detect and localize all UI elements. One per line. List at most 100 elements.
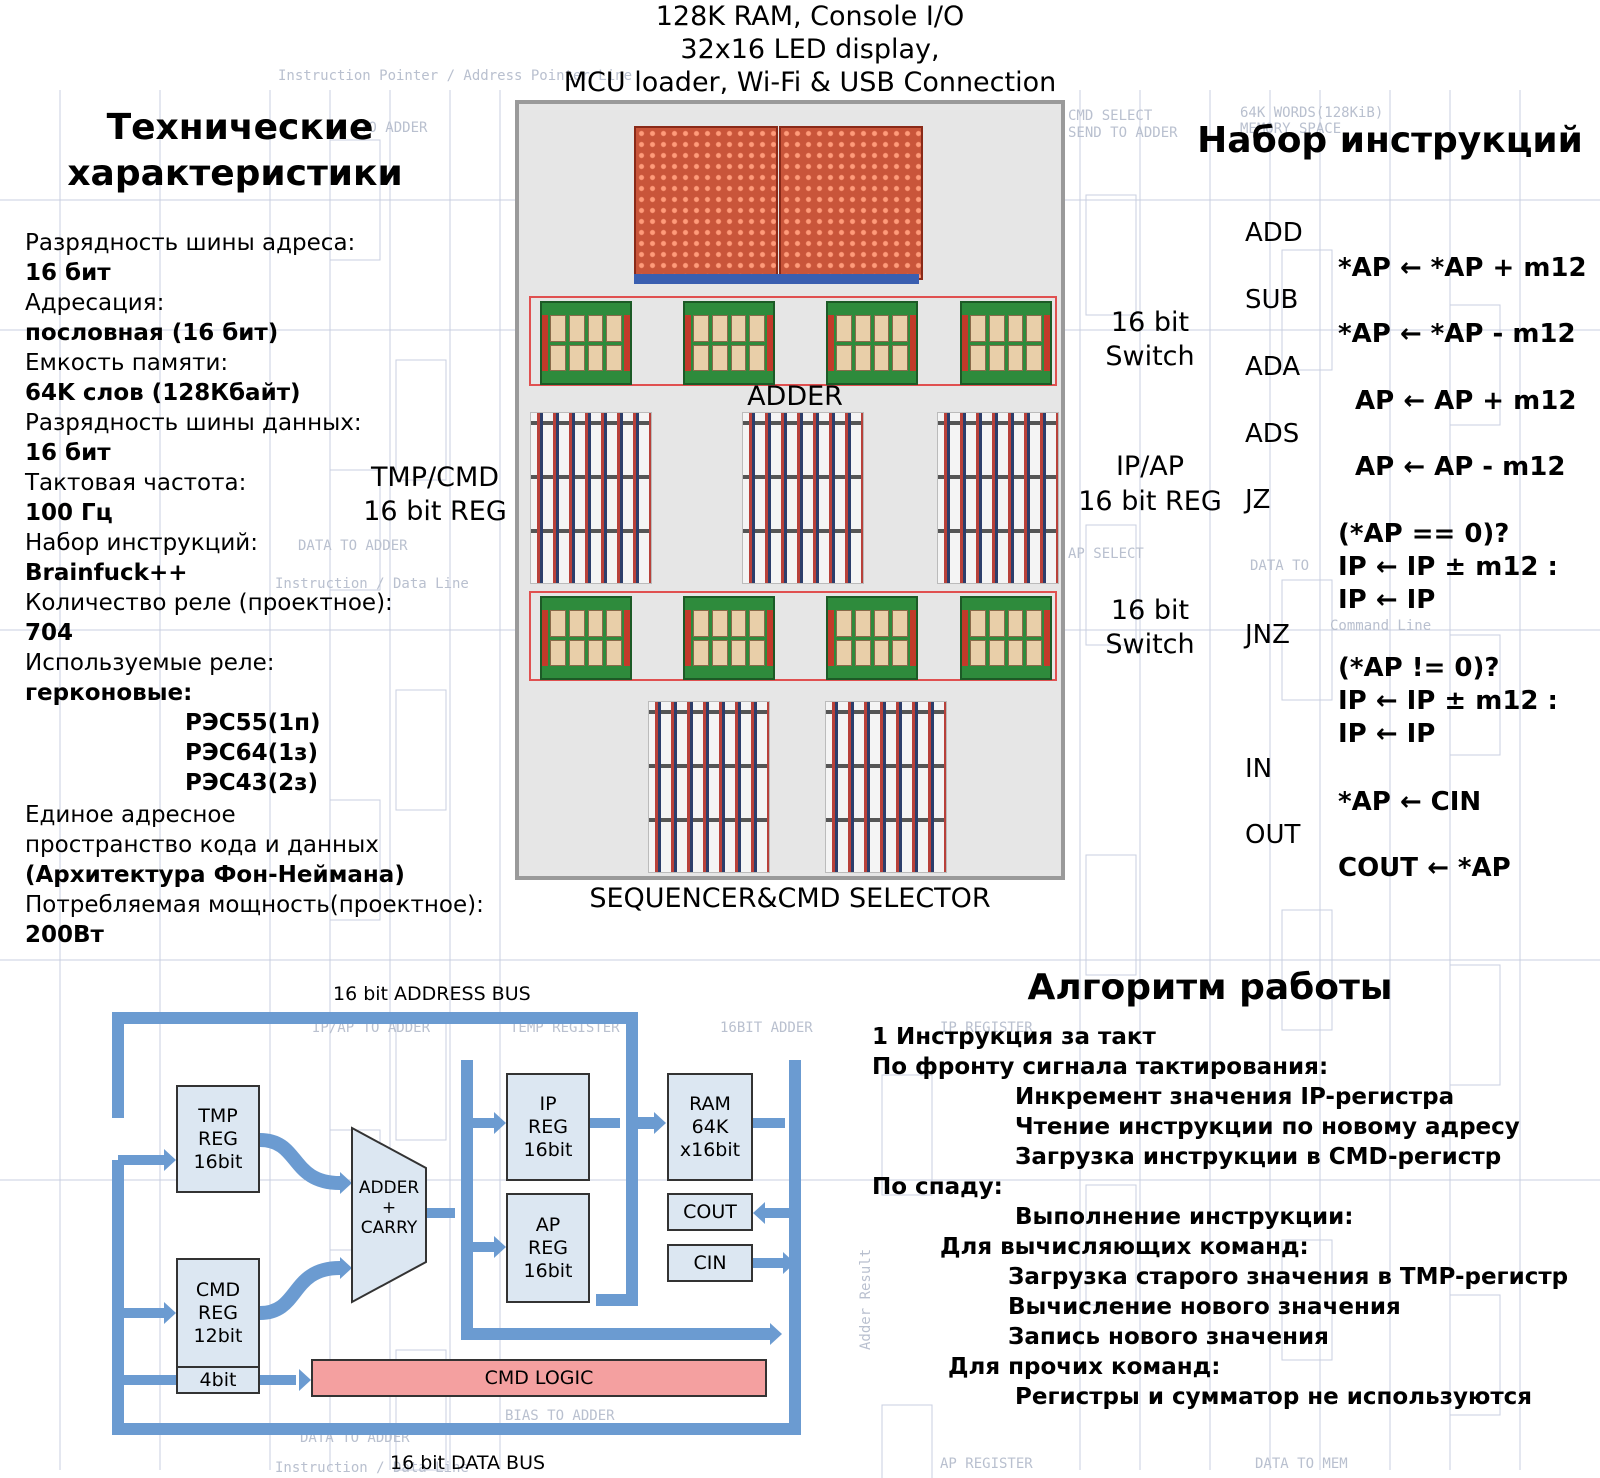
relay bbox=[970, 610, 986, 637]
instruction-name: ADD bbox=[1245, 218, 1303, 248]
isa-title: Набор инструкций bbox=[1197, 120, 1583, 161]
cmd-4bit-block: 4bit bbox=[176, 1366, 260, 1394]
relay-contacts bbox=[767, 610, 773, 666]
bus-arrow bbox=[753, 1202, 765, 1224]
relay-grid bbox=[970, 315, 1042, 371]
relay bbox=[711, 315, 728, 342]
instruction-name: IN bbox=[1245, 754, 1273, 784]
bus-line bbox=[112, 1060, 801, 1435]
relay-contacts bbox=[1044, 610, 1050, 666]
ip-reg-block: IP REG 16bit bbox=[506, 1073, 590, 1181]
spec-label: Используемые реле: bbox=[25, 650, 275, 676]
relay-contacts bbox=[962, 610, 968, 666]
schematic-label: AP SELECT bbox=[1068, 546, 1144, 562]
relay-rack bbox=[937, 412, 1059, 584]
relay bbox=[587, 315, 604, 342]
instruction-desc: *AP ← CIN bbox=[1338, 787, 1482, 817]
data-bus-label: 16 bit DATA BUS bbox=[390, 1452, 546, 1474]
adder-block-label: ADDER + CARRY bbox=[358, 1178, 420, 1238]
relay-contacts bbox=[828, 315, 834, 371]
instruction-name: JNZ bbox=[1245, 620, 1290, 650]
relay bbox=[711, 639, 728, 666]
relay-contacts bbox=[828, 610, 834, 666]
relay bbox=[1007, 610, 1024, 637]
algorithm-line: Инкремент значения IP-регистра bbox=[1015, 1084, 1455, 1110]
relay bbox=[1026, 610, 1042, 637]
relay bbox=[606, 610, 622, 637]
caption-tmp-line-2: 16 bit REG bbox=[363, 496, 507, 527]
spec-label: Тактовая частота: bbox=[25, 470, 247, 496]
relay-rack bbox=[530, 412, 652, 584]
instruction-name: ADA bbox=[1245, 352, 1301, 382]
power-value: 200Вт bbox=[25, 922, 104, 948]
header-line-1: 128K RAM, Console I/O bbox=[655, 1, 965, 32]
schematic-label: DATA TO MEM bbox=[1255, 1456, 1348, 1472]
bus-arrow bbox=[340, 1257, 352, 1279]
relay-contacts bbox=[624, 610, 630, 666]
relay bbox=[550, 315, 566, 342]
schematic-label: 16BIT ADDER bbox=[720, 1020, 813, 1036]
relay bbox=[1026, 315, 1042, 342]
relay-contacts bbox=[1044, 315, 1050, 371]
relay bbox=[970, 315, 986, 342]
relay bbox=[988, 610, 1005, 637]
relay bbox=[693, 610, 709, 637]
relay bbox=[749, 344, 765, 371]
relay bbox=[587, 344, 604, 371]
instruction-desc: AP ← AP - m12 bbox=[1355, 452, 1566, 482]
relay bbox=[1026, 344, 1042, 371]
instruction-desc: IP ← IP bbox=[1338, 719, 1436, 749]
relay-board bbox=[683, 596, 775, 680]
bus-line bbox=[259, 1261, 341, 1320]
bus-arrow bbox=[494, 1236, 506, 1258]
relay-board bbox=[540, 596, 632, 680]
relay-grid bbox=[550, 610, 622, 666]
relay bbox=[711, 610, 728, 637]
schematic-label: Instruction / Data Line bbox=[275, 576, 469, 592]
relay bbox=[1007, 344, 1024, 371]
relay bbox=[873, 639, 890, 666]
schematic-chip bbox=[1085, 194, 1137, 316]
instruction-desc: IP ← IP bbox=[1338, 585, 1436, 615]
caption-ipap-line-2: 16 bit REG bbox=[1078, 486, 1222, 517]
schematic-chip bbox=[1085, 524, 1137, 646]
relay-grid bbox=[693, 315, 765, 371]
schematic-label: IP REGISTER bbox=[940, 1020, 1033, 1036]
relay-type: РЭС55(1п) bbox=[185, 710, 321, 736]
relay-rack bbox=[742, 412, 864, 584]
bus-arrow bbox=[164, 1302, 176, 1324]
ram-block: RAM 64K x16bit bbox=[667, 1073, 753, 1181]
relay bbox=[970, 344, 986, 371]
relay-board bbox=[683, 301, 775, 385]
algorithm-line: Загрузка инструкции в CMD-регистр bbox=[1015, 1144, 1502, 1170]
relay bbox=[854, 610, 871, 637]
bus-arrow bbox=[164, 1149, 176, 1171]
schematic-chip bbox=[1085, 854, 1137, 976]
instruction-desc: (*AP != 0)? bbox=[1338, 653, 1500, 683]
tmp-reg-block: TMP REG 16bit bbox=[176, 1085, 260, 1193]
caption-switch1-line-2: Switch bbox=[1105, 341, 1195, 372]
schematic-label: DATA TO ADDER bbox=[298, 538, 408, 554]
relay bbox=[606, 639, 622, 666]
algorithm-line: Для прочих команд: bbox=[948, 1354, 1221, 1380]
schematic-chip bbox=[1449, 304, 1501, 426]
relay-contacts bbox=[542, 315, 548, 371]
instruction-desc: IP ← IP ± m12 : bbox=[1338, 552, 1558, 582]
relay-type: РЭС43(2з) bbox=[185, 770, 319, 796]
relay-board bbox=[540, 301, 632, 385]
relay bbox=[568, 315, 585, 342]
relay-contacts bbox=[685, 610, 691, 666]
relay-contacts bbox=[624, 315, 630, 371]
algorithm-line: По фронту сигнала тактирования: bbox=[872, 1054, 1329, 1080]
spec-value: 704 bbox=[25, 620, 74, 646]
bus-line bbox=[112, 1012, 638, 1306]
spec-value: Brainfuck++ bbox=[25, 560, 188, 586]
spec-value: 16 бит bbox=[25, 440, 111, 466]
instruction-name: ADS bbox=[1245, 419, 1300, 449]
relay bbox=[730, 315, 747, 342]
caption-tmp-line-1: TMP/CMD bbox=[370, 462, 500, 493]
schematic-label: AP REGISTER bbox=[940, 1456, 1033, 1472]
relay bbox=[693, 639, 709, 666]
spec-label: Набор инструкций: bbox=[25, 530, 258, 556]
relay bbox=[854, 315, 871, 342]
